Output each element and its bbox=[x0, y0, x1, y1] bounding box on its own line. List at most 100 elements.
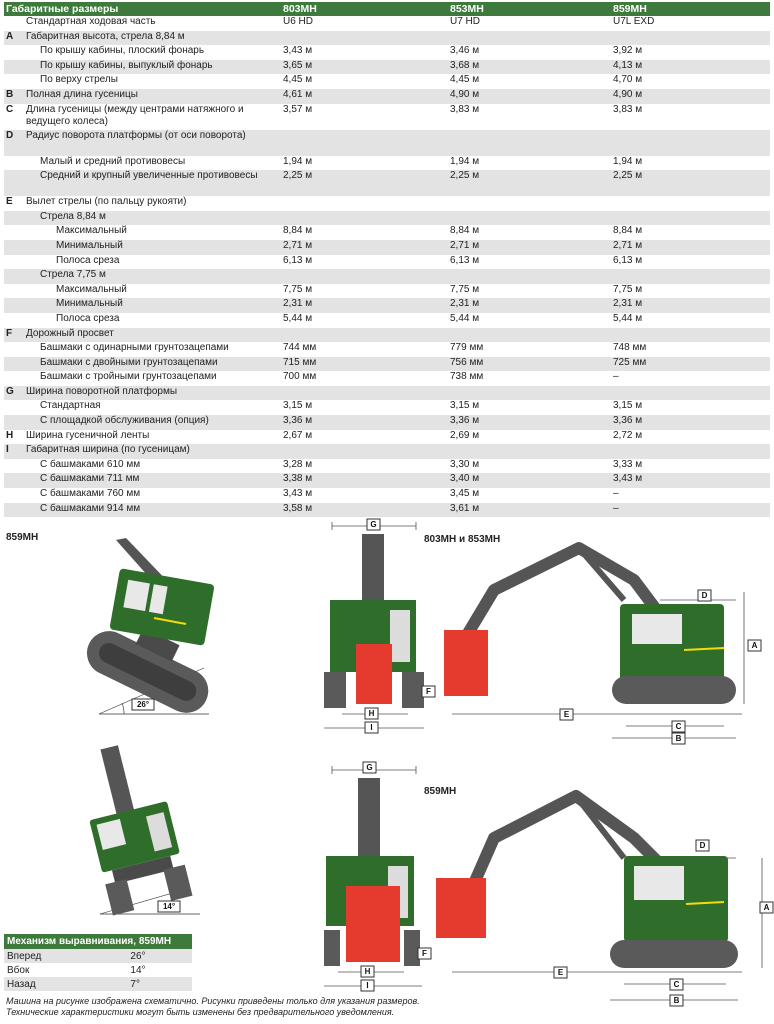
figure-859-forward-tilt: 859MH 26° bbox=[6, 532, 215, 715]
row-label: Полная длина гусеницы bbox=[24, 88, 281, 104]
row-label: С башмаками 610 мм bbox=[40, 458, 141, 470]
header-title: Габаритные размеры bbox=[4, 2, 281, 16]
value-853 bbox=[448, 210, 611, 226]
row-label: Стрела 8,84 м bbox=[24, 210, 281, 226]
svg-text:G: G bbox=[366, 763, 372, 772]
svg-text:A: A bbox=[752, 641, 758, 650]
value-803: 3,28 м bbox=[283, 458, 313, 470]
figure-label-859-top: 859MH bbox=[6, 532, 38, 543]
value-853 bbox=[448, 444, 611, 459]
value-803 bbox=[281, 269, 448, 284]
value-853 bbox=[448, 196, 611, 211]
row-letter: G bbox=[4, 385, 24, 401]
value-859: 725 мм bbox=[611, 356, 770, 372]
value-803: 3,57 м bbox=[283, 103, 313, 115]
dim-tag-f-bottom: F bbox=[417, 947, 432, 960]
value-859: 8,84 м bbox=[613, 225, 643, 237]
value-859: 4,13 м bbox=[611, 59, 770, 75]
value-859: U7L EXD bbox=[613, 16, 655, 27]
value-803: 3,36 м bbox=[281, 415, 448, 430]
row-label: По крышу кабины, выпуклый фонарь bbox=[24, 59, 281, 75]
value-853: 8,84 м bbox=[450, 225, 480, 237]
value-803: 3,43 м bbox=[283, 488, 313, 500]
row-letter bbox=[4, 313, 24, 328]
value-859: 4,70 м bbox=[613, 74, 643, 86]
svg-text:I: I bbox=[370, 723, 372, 732]
value-853: 3,46 м bbox=[450, 45, 480, 57]
value-853: 2,25 м bbox=[448, 170, 611, 197]
table-row: Стрела 8,84 м bbox=[4, 210, 770, 226]
row-letter bbox=[4, 371, 24, 386]
value-853: 3,45 м bbox=[450, 488, 480, 500]
svg-text:G: G bbox=[370, 520, 376, 529]
row-letter: H bbox=[6, 429, 14, 441]
row-letter bbox=[4, 170, 24, 197]
value-859: 2,72 м bbox=[613, 429, 643, 441]
value-853 bbox=[448, 129, 611, 156]
row-label: Башмаки с тройными грунтозацепами bbox=[40, 371, 217, 383]
row-label: Полоса среза bbox=[56, 312, 120, 324]
value-853: 756 мм bbox=[448, 356, 611, 372]
felling-head-side-859 bbox=[436, 878, 486, 938]
row-label: Максимальный bbox=[56, 225, 127, 237]
row-label: Максимальный bbox=[56, 283, 127, 295]
value-859: 6,13 м bbox=[613, 254, 643, 266]
svg-text:I: I bbox=[366, 981, 368, 990]
value-853: 3,83 м bbox=[450, 103, 480, 115]
dim-tag-d-bottom: D bbox=[695, 839, 710, 852]
row-label: Радиус поворота платформы (от оси поворо… bbox=[24, 129, 281, 156]
value-859 bbox=[611, 196, 770, 211]
row-letter bbox=[4, 74, 24, 89]
dim-tag-g-bottom: G bbox=[362, 761, 377, 774]
row-letter bbox=[4, 284, 24, 299]
dim-tag-h: H bbox=[364, 707, 379, 720]
value-859: 2,31 м bbox=[611, 298, 770, 313]
felling-head-front-859 bbox=[346, 886, 400, 962]
row-label: Габаритная ширина (по гусеницам) bbox=[24, 444, 281, 459]
row-letter bbox=[4, 298, 24, 313]
value-859: 7,75 м bbox=[613, 283, 643, 295]
value-859: – bbox=[613, 488, 619, 500]
value-803: U6 HD bbox=[283, 16, 314, 27]
value-859: 3,33 м bbox=[613, 458, 643, 470]
row-letter bbox=[4, 356, 24, 372]
value-803: 3,15 м bbox=[283, 400, 313, 412]
row-letter bbox=[4, 269, 24, 284]
row-letter: B bbox=[4, 88, 24, 104]
leveling-angle: 14° bbox=[130, 964, 146, 976]
value-853 bbox=[448, 269, 611, 284]
leveling-angle: 7° bbox=[127, 977, 192, 991]
row-label: Длина гусеницы (между центрами натяжного… bbox=[26, 103, 244, 127]
value-859: 3,92 м bbox=[613, 45, 643, 57]
value-859 bbox=[611, 385, 770, 401]
svg-text:E: E bbox=[558, 968, 564, 977]
row-letter: D bbox=[4, 129, 24, 156]
leveling-angle: 26° bbox=[127, 949, 192, 963]
value-803: 3,65 м bbox=[281, 59, 448, 75]
row-label: Минимальный bbox=[24, 239, 281, 255]
value-803 bbox=[281, 444, 448, 459]
value-853: 3,68 м bbox=[448, 59, 611, 75]
row-letter bbox=[4, 488, 24, 503]
value-803: 7,75 м bbox=[283, 283, 313, 295]
value-853: 7,75 м bbox=[450, 283, 480, 295]
value-853: 3,36 м bbox=[448, 415, 611, 430]
row-letter bbox=[4, 415, 24, 430]
svg-text:D: D bbox=[702, 591, 708, 600]
row-letter bbox=[4, 156, 24, 171]
